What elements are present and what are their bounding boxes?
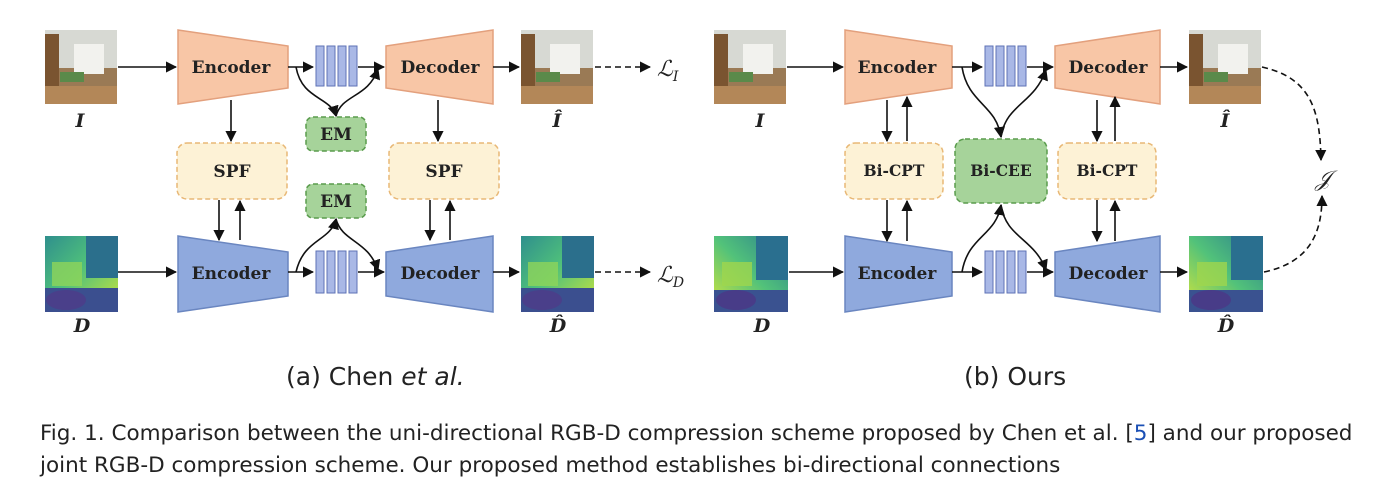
bi-cpt-encoder <box>844 142 944 200</box>
rgb-decoder-b <box>1054 29 1161 105</box>
rgb-input-image <box>45 30 117 104</box>
diagram: I D Encoder Encoder <box>45 29 1338 337</box>
bi-cee-module <box>954 138 1048 204</box>
output-depth-label-a: D̂ <box>549 315 567 337</box>
reference-link[interactable]: 5 <box>1133 421 1148 446</box>
rgb-latent-b <box>984 45 1027 87</box>
depth-decoder-b <box>1054 235 1161 313</box>
panel-a: I D Encoder Encoder <box>45 29 684 337</box>
rgb-latent-a <box>315 45 358 87</box>
input-rgb-label-b: I <box>755 110 766 132</box>
em-module-rgb-label: EM <box>320 125 352 145</box>
bi-cee-module-label: Bi-CEE <box>970 161 1032 180</box>
em-module-depth <box>305 183 367 219</box>
depth-decoder-b-label: Decoder <box>1069 264 1149 284</box>
rgb-input-image-b <box>714 30 786 104</box>
input-rgb-label: I <box>75 110 86 132</box>
depth-encoder-b <box>844 235 953 313</box>
depth-latent-a <box>315 250 358 294</box>
depth-input-image <box>45 236 118 312</box>
depth-encoder-a <box>177 235 289 313</box>
rgb-encoder-b-label: Encoder <box>858 58 938 78</box>
spf-module-encoder-label: SPF <box>213 162 250 182</box>
rgb-decoder-b-label: Decoder <box>1069 58 1149 78</box>
spf-module-encoder <box>176 142 288 200</box>
em-module-depth-label: EM <box>320 192 352 212</box>
depth-output-image-a <box>521 236 594 312</box>
panel-b-label: (b) Ours <box>964 362 1067 391</box>
depth-latent-b <box>984 250 1027 294</box>
loss-rgb: ℒI <box>657 57 679 85</box>
output-rgb-label-b: Î <box>1220 109 1231 132</box>
rgb-output-image-a <box>521 30 593 104</box>
rgb-decoder-a <box>385 29 494 105</box>
arrows-b <box>787 61 1328 278</box>
input-depth-label: D <box>73 315 91 337</box>
rgb-output-image-b <box>1189 30 1261 104</box>
bi-cpt-decoder <box>1057 142 1157 200</box>
em-module-rgb <box>305 116 367 152</box>
loss-depth: ℒD <box>657 263 684 291</box>
depth-decoder-a <box>385 235 494 313</box>
depth-output-image-b <box>1189 236 1263 312</box>
rgb-decoder-a-label: Decoder <box>401 58 481 78</box>
joint-loss: 𝒥 <box>1314 167 1338 192</box>
rgb-encoder-a-label: Encoder <box>192 58 272 78</box>
rgb-encoder-a <box>177 29 289 105</box>
rgb-encoder-b <box>844 29 953 105</box>
depth-decoder-a-label: Decoder <box>401 264 481 284</box>
panel-a-label: (a) Chen et al. <box>286 362 465 391</box>
input-depth-label-b: D <box>753 315 771 337</box>
output-depth-label-b: D̂ <box>1217 315 1235 337</box>
depth-encoder-a-label: Encoder <box>192 264 272 284</box>
figure-caption: Fig. 1. Comparison between the uni-direc… <box>40 421 1353 478</box>
arrows-a <box>118 61 652 278</box>
depth-input-image-b <box>714 236 788 312</box>
spf-module-decoder <box>388 142 500 200</box>
output-rgb-label-a: Î <box>552 109 563 132</box>
panel-b: I D Encoder Encoder <box>714 29 1338 337</box>
bi-cpt-encoder-label: Bi-CPT <box>864 161 925 180</box>
spf-module-decoder-label: SPF <box>425 162 462 182</box>
bi-cpt-decoder-label: Bi-CPT <box>1077 161 1138 180</box>
depth-encoder-b-label: Encoder <box>858 264 938 284</box>
